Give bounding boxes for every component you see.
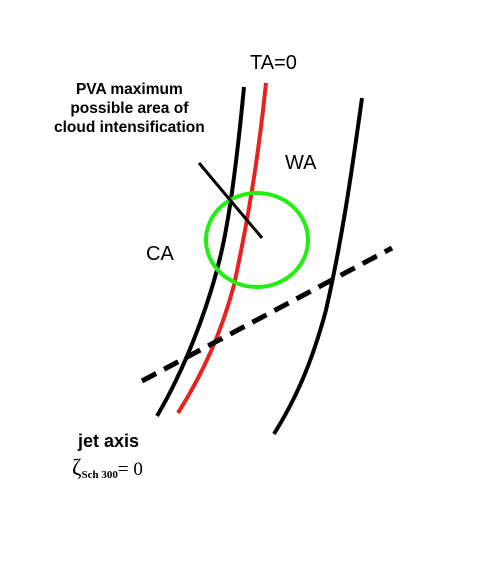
- pva-maximum-label: PVA maximum possible area of cloud inten…: [54, 81, 205, 136]
- zeta-symbol: ζ: [72, 455, 82, 480]
- ta-zero-line: [176, 82, 268, 415]
- ta-zero-label: TA=0: [250, 52, 297, 74]
- left-isotherm-line: [155, 86, 246, 418]
- pva-pointer-line: [197, 162, 264, 239]
- right-isotherm-line: [272, 97, 364, 436]
- zeta-subscript: Sch 300: [81, 469, 118, 481]
- vorticity-zero-label: ζSch 300= 0: [72, 455, 143, 481]
- warm-advection-label: WA: [285, 152, 317, 174]
- cold-advection-label: CA: [146, 243, 174, 265]
- zeta-equals: = 0: [117, 459, 143, 480]
- jet-axis-label: jet axis: [78, 431, 140, 451]
- pva-maximum-circle: [204, 191, 310, 289]
- jet-axis-line: [140, 245, 394, 384]
